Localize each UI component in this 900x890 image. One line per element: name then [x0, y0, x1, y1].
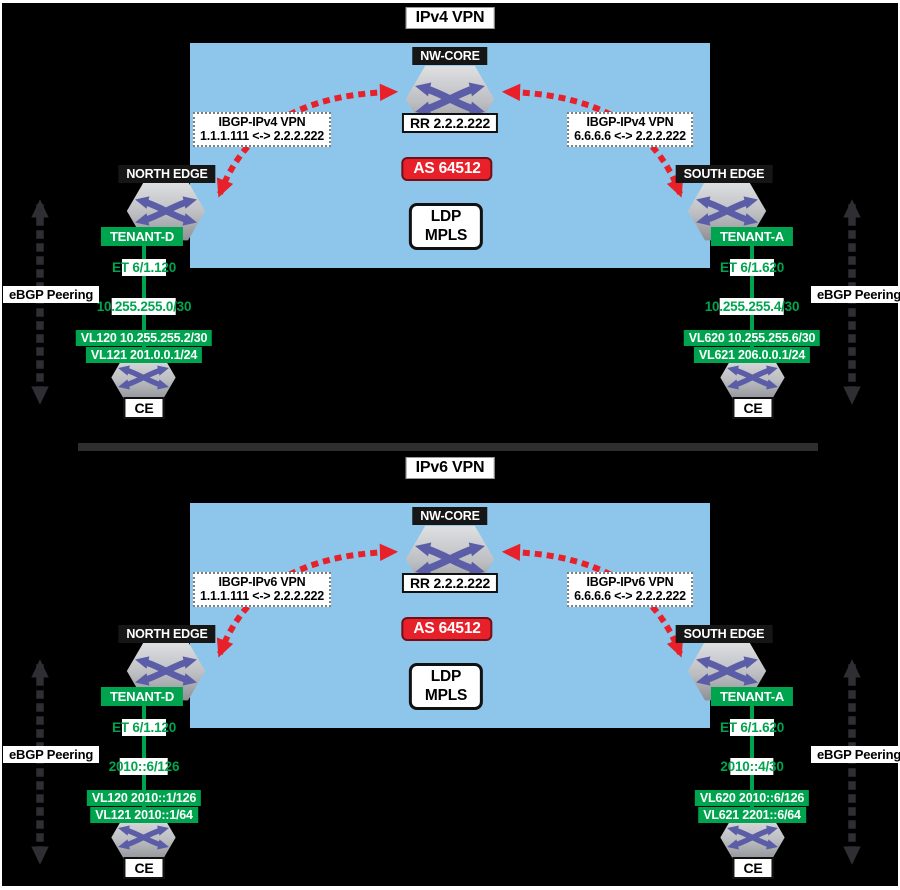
south-edge-label: SOUTH EDGE [675, 165, 773, 183]
ibgp-left-line2: 1.1.1.111 <-> 2.2.2.222 [200, 589, 324, 604]
ce-label-left: CE [123, 857, 165, 879]
subnet-label-left: 2010::6/126 [108, 758, 180, 775]
ce-label-right: CE [732, 857, 774, 879]
interface-label-left: ET 6/1.120 [111, 719, 177, 736]
ibgp-right-label: IBGP-IPv6 VPN 6.6.6.6 <-> 2.2.2.222 [567, 572, 693, 607]
ibgp-right-line2: 6.6.6.6 <-> 2.2.2.222 [574, 589, 686, 604]
as-number-badge: AS 64512 [401, 617, 493, 641]
ce-label-right: CE [732, 397, 774, 419]
mpls-line: MPLS [424, 687, 468, 705]
ibgp-left-line1: IBGP-IPv4 VPN [218, 115, 306, 129]
as-number-badge: AS 64512 [401, 157, 493, 181]
section-divider [78, 443, 818, 451]
core-router-label: NW-CORE [412, 507, 488, 525]
ldp-mpls-box: LDP MPLS [408, 203, 484, 250]
ebgp-peering-label-left: eBGP Peering [3, 746, 100, 763]
south-edge-label: SOUTH EDGE [675, 625, 773, 643]
interface-label-left: ET 6/1.120 [111, 259, 177, 276]
ibgp-right-line2: 6.6.6.6 <-> 2.2.2.222 [574, 129, 686, 144]
north-edge-label: NORTH EDGE [118, 625, 216, 643]
section-title: IPv6 VPN [405, 457, 495, 479]
vlan-label-right-2: VL621 206.0.0.1/24 [693, 347, 811, 363]
ebgp-peering-label-right: eBGP Peering [811, 286, 900, 303]
ebgp-peering-label-left: eBGP Peering [3, 286, 100, 303]
ldp-line: LDP [430, 668, 462, 685]
route-reflector-label: RR 2.2.2.222 [401, 573, 499, 593]
vlan-label-left-1: VL120 10.255.255.2/30 [75, 330, 213, 346]
ldp-line: LDP [430, 208, 462, 225]
tenant-a-badge: TENANT-A [710, 687, 794, 706]
section-title: IPv4 VPN [405, 7, 495, 29]
north-edge-label: NORTH EDGE [118, 165, 216, 183]
vlan-label-left-1: VL120 2010::1/126 [86, 790, 202, 806]
section-ipv6-vpn: IPv6 VPN NW-CORE RR 2.2.2.222 IBGP-IPv6 … [0, 457, 900, 890]
ebgp-peering-label-right: eBGP Peering [811, 746, 900, 763]
tenant-d-badge: TENANT-D [100, 687, 184, 706]
ibgp-right-line1: IBGP-IPv6 VPN [586, 575, 674, 589]
interface-label-right: ET 6/1.620 [719, 259, 785, 276]
ibgp-left-label: IBGP-IPv6 VPN 1.1.1.111 <-> 2.2.2.222 [193, 572, 331, 607]
ibgp-left-line2: 1.1.1.111 <-> 2.2.2.222 [200, 129, 324, 144]
mpls-line: MPLS [424, 227, 468, 245]
vlan-label-left-2: VL121 2010::1/64 [90, 807, 198, 823]
vlan-label-right-1: VL620 10.255.255.6/30 [683, 330, 821, 346]
subnet-label-left: 10.255.255.0/30 [96, 298, 192, 315]
vlan-label-right-1: VL620 2010::6/126 [694, 790, 810, 806]
ibgp-left-line1: IBGP-IPv6 VPN [218, 575, 306, 589]
ibgp-left-label: IBGP-IPv4 VPN 1.1.1.111 <-> 2.2.2.222 [193, 112, 331, 147]
vlan-label-left-2: VL121 201.0.0.1/24 [85, 347, 203, 363]
route-reflector-label: RR 2.2.2.222 [401, 113, 499, 133]
tenant-d-badge: TENANT-D [100, 227, 184, 246]
ldp-mpls-box: LDP MPLS [408, 663, 484, 710]
ibgp-right-label: IBGP-IPv4 VPN 6.6.6.6 <-> 2.2.2.222 [567, 112, 693, 147]
core-router-label: NW-CORE [412, 47, 488, 65]
ibgp-right-line1: IBGP-IPv4 VPN [586, 115, 674, 129]
ce-label-left: CE [123, 397, 165, 419]
tenant-a-badge: TENANT-A [710, 227, 794, 246]
interface-label-right: ET 6/1.620 [719, 719, 785, 736]
subnet-label-right: 10.255.255.4/30 [704, 298, 800, 315]
section-ipv4-vpn: IPv4 VPN NW-CORE RR 2.2.2.222 IBGP-IPv4 … [3, 7, 900, 419]
subnet-label-right: 2010::4/30 [720, 758, 784, 775]
vlan-label-right-2: VL621 2201::6/64 [698, 807, 806, 823]
